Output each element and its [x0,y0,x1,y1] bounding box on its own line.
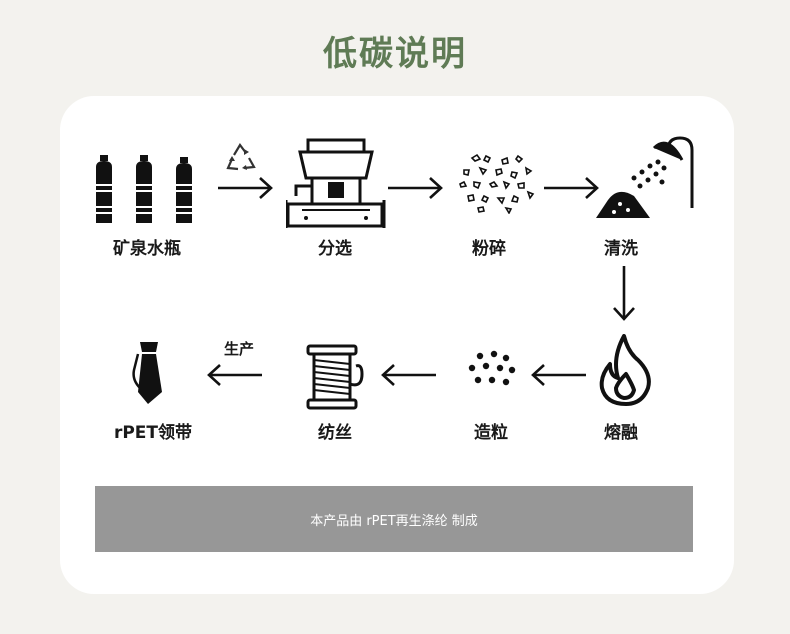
necktie-icon [132,342,162,404]
arrow-right-1 [218,177,273,199]
produce-label: 生产 [224,340,255,358]
step-label-bottles: 矿泉水瓶 [113,239,181,259]
water-bottles-icon [96,155,192,223]
sorting-machine-icon [286,138,386,228]
pellets-icon [468,350,516,386]
thread-spool-icon [306,344,364,410]
arrow-right-2 [388,177,443,199]
step-label-pelletizing: 造粒 [474,423,508,443]
arrow-left-3 [207,364,262,386]
shower-wash-icon [596,136,694,218]
arrow-left-2 [381,364,436,386]
material-banner: 本产品由 rPET再生涤纶 制成 [95,486,693,552]
step-label-tie: rPET领带 [113,423,193,443]
step-label-melting: 熔融 [604,423,638,443]
step-label-crushing: 粉碎 [472,239,506,259]
page-title: 低碳说明 [323,34,467,74]
arrow-down [613,266,635,321]
recycle-icon [226,143,256,171]
step-label-sorting: 分选 [318,239,352,259]
flame-icon [599,334,651,406]
step-label-washing: 清洗 [604,239,638,259]
arrow-left-1 [531,364,586,386]
step-label-spinning: 纺丝 [318,423,352,443]
crushed-flakes-icon [459,153,535,214]
arrow-right-3 [544,177,599,199]
